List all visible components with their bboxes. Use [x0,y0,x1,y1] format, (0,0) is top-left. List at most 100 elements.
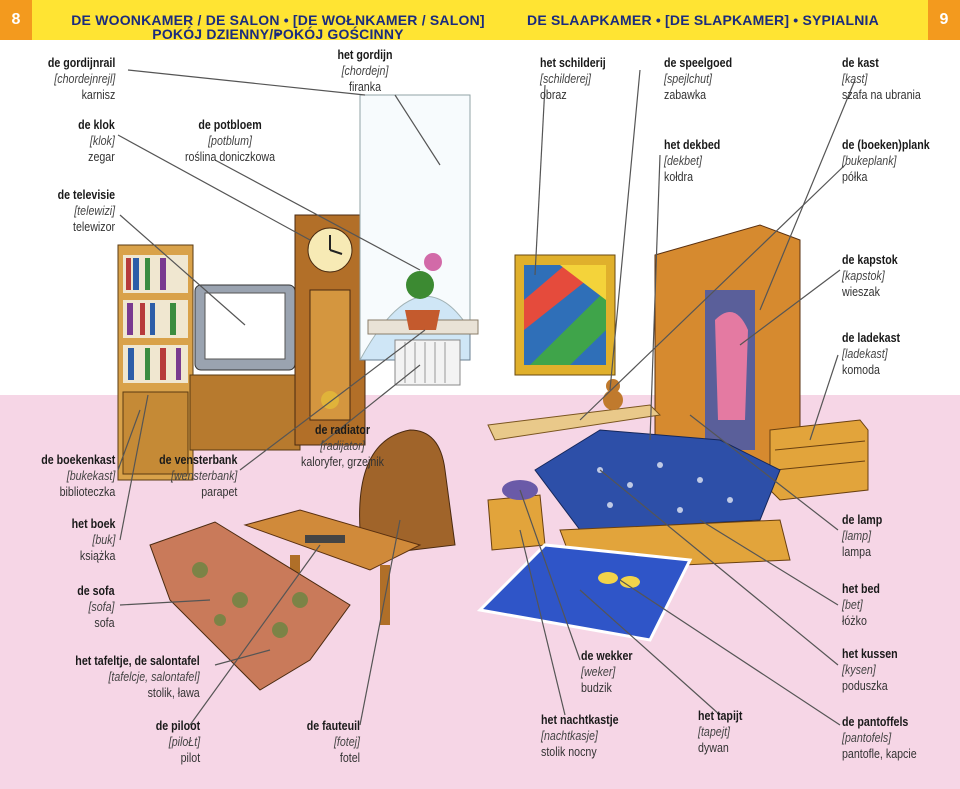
label-kussen: het kussen [kysen] poduszka [842,646,898,694]
label-sofa-pron: [sofa] [88,599,115,614]
label-schilderij: het schilderij [schilderej] obraz [540,55,606,103]
label-televisie-trans: telewizor [72,219,115,234]
label-potbloem-trans: roślina doniczkowa [184,149,276,164]
label-kast-trans: szafa na ubrania [842,87,921,102]
label-bed-pron: [bet] [842,597,863,612]
label-radiator-word: de radiator [314,422,371,437]
label-vensterbank-trans: parapet [200,484,237,499]
label-lamp-trans: lampa [842,544,872,559]
label-boekenkast-trans: biblioteczka [59,484,115,499]
label-kapstok-trans: wieszak [842,284,880,299]
label-wekker-word: de wekker [581,648,633,663]
label-boek-pron: [buk] [91,532,115,547]
label-boek-word: het boek [71,516,115,531]
label-speelgoed-word: de speelgoed [664,55,733,70]
label-gordijn-pron: [chordejn] [341,63,389,78]
label-gordijn-trans: firanka [348,79,382,94]
label-ladekast-word: de ladekast [842,330,901,345]
label-wekker-trans: budzik [581,680,612,695]
label-potbloem-word: de potbloem [198,117,262,132]
label-radiator-trans: kaloryfer, grzejnik [301,454,384,469]
label-piloot: de piloot [piloŁt] pilot [156,718,200,766]
label-potbloem-pron: [potblum] [208,133,252,148]
label-boekenplank: de (boeken)plank [bukeplank] półka [842,137,930,185]
label-lamp-word: de lamp [842,512,883,527]
bookcase-illustration [117,244,194,481]
label-piloot-pron: [piloŁt] [168,734,200,749]
label-tapijt: het tapijt [tapejt] dywan [698,708,742,756]
label-ladekast: de ladekast [ladekast] komoda [842,330,900,378]
label-nachtkastje: het nachtkastje [nachtkasje] stolik nocn… [541,712,619,760]
label-gordijnrail-trans: karnisz [81,87,115,102]
label-piloot-word: de piloot [155,718,200,733]
label-dekbed-pron: [dekbet] [664,153,702,168]
label-dekbed-trans: kołdra [664,169,694,184]
label-sofa-word: de sofa [77,583,115,598]
label-klok-pron: [klok] [90,133,115,148]
tv-illustration [189,284,301,451]
wardrobe-illustration [654,224,801,471]
label-klok-word: de klok [78,117,115,132]
label-boekenkast: de boekenkast [bukekast] biblioteczka [41,452,115,500]
label-speelgoed: de speelgoed [spejlchut] zabawka [664,55,732,103]
label-dekbed-word: het dekbed [664,137,721,152]
label-bed: het bed [bet] łóżko [842,581,880,629]
label-fauteuil-trans: fotel [339,750,360,765]
label-pantoffels-word: de pantoffels [842,714,909,729]
heading-living-room-line2: POKÓJ DZIENNY/POKÓJ GOŚCINNY [152,26,404,42]
armchair-illustration [359,429,456,556]
label-gordijnrail-pron: [chordejnrejl] [53,71,115,86]
drawers-illustration [769,419,869,501]
page-number-left: 8 [0,0,32,40]
label-kast-pron: [kast] [842,71,868,86]
label-speelgoed-trans: zabawka [664,87,707,102]
label-klok-trans: zegar [88,149,115,164]
label-ladekast-trans: komoda [842,362,880,377]
label-gordijn: het gordijn [chordejn] firanka [316,47,414,95]
label-gordijn-word: het gordijn [337,47,393,62]
label-tafeltje: het tafeltje, de salontafel [tafelcje, s… [76,653,200,701]
label-nachtkastje-pron: [nachtkasje] [541,728,598,743]
label-kapstok: de kapstok [kapstok] wieszak [842,252,898,300]
label-potbloem: de potbloem [potblum] roślina doniczkowa [177,117,284,165]
label-boek: het boek [buk] książka [71,516,115,564]
label-bed-word: het bed [842,581,880,596]
label-ladekast-pron: [ladekast] [842,346,888,361]
label-nachtkastje-word: het nachtkastje [541,712,619,727]
heading-bedroom: DE SLAAPKAMER • [DE SLAPKAMER] • SYPIALN… [527,12,879,28]
page-number-right: 9 [928,0,960,40]
label-tapijt-word: het tapijt [698,708,743,723]
label-schilderij-trans: obraz [540,87,567,102]
label-gordijnrail-word: de gordijnrail [47,55,115,70]
label-gordijnrail: de gordijnrail [chordejnrejl] karnisz [47,55,115,103]
label-bed-trans: łóżko [842,613,867,628]
sofa-illustration [149,521,351,691]
label-boek-trans: książka [79,548,115,563]
label-schilderij-word: het schilderij [540,55,606,70]
label-sofa: de sofa [sofa] sofa [78,583,115,631]
label-wekker: de wekker [weker] budzik [581,648,633,696]
label-lamp: de lamp [lamp] lampa [842,512,882,560]
label-speelgoed-pron: [spejlchut] [664,71,713,86]
heading-living-room-line1: DE WOONKAMER / DE SALON • [DE WOŁNKAMER … [71,12,485,42]
label-tapijt-pron: [tapejt] [698,724,731,739]
painting-illustration [514,254,616,376]
label-vensterbank-word: de vensterbank [158,452,237,467]
label-kussen-trans: poduszka [842,678,888,693]
label-kapstok-word: de kapstok [842,252,898,267]
window-curtain-illustration [359,94,479,386]
label-kussen-pron: [kysen] [842,662,876,677]
label-boekenplank-pron: [bukeplank] [842,153,897,168]
label-kussen-word: het kussen [842,646,898,661]
label-radiator-pron: [radijator] [320,438,365,453]
label-kast-word: de kast [842,55,879,70]
label-wekker-pron: [weker] [581,664,616,679]
label-klok: de klok [klok] zegar [78,117,115,165]
label-tafeltje-trans: stolik, ława [147,685,200,700]
label-kast: de kast [kast] szafa na ubrania [842,55,921,103]
label-piloot-trans: pilot [180,750,200,765]
leader-lines [117,69,856,726]
label-boekenplank-word: de (boeken)plank [842,137,930,152]
label-radiator: de radiator [radijator] kaloryfer, grzej… [295,422,389,470]
